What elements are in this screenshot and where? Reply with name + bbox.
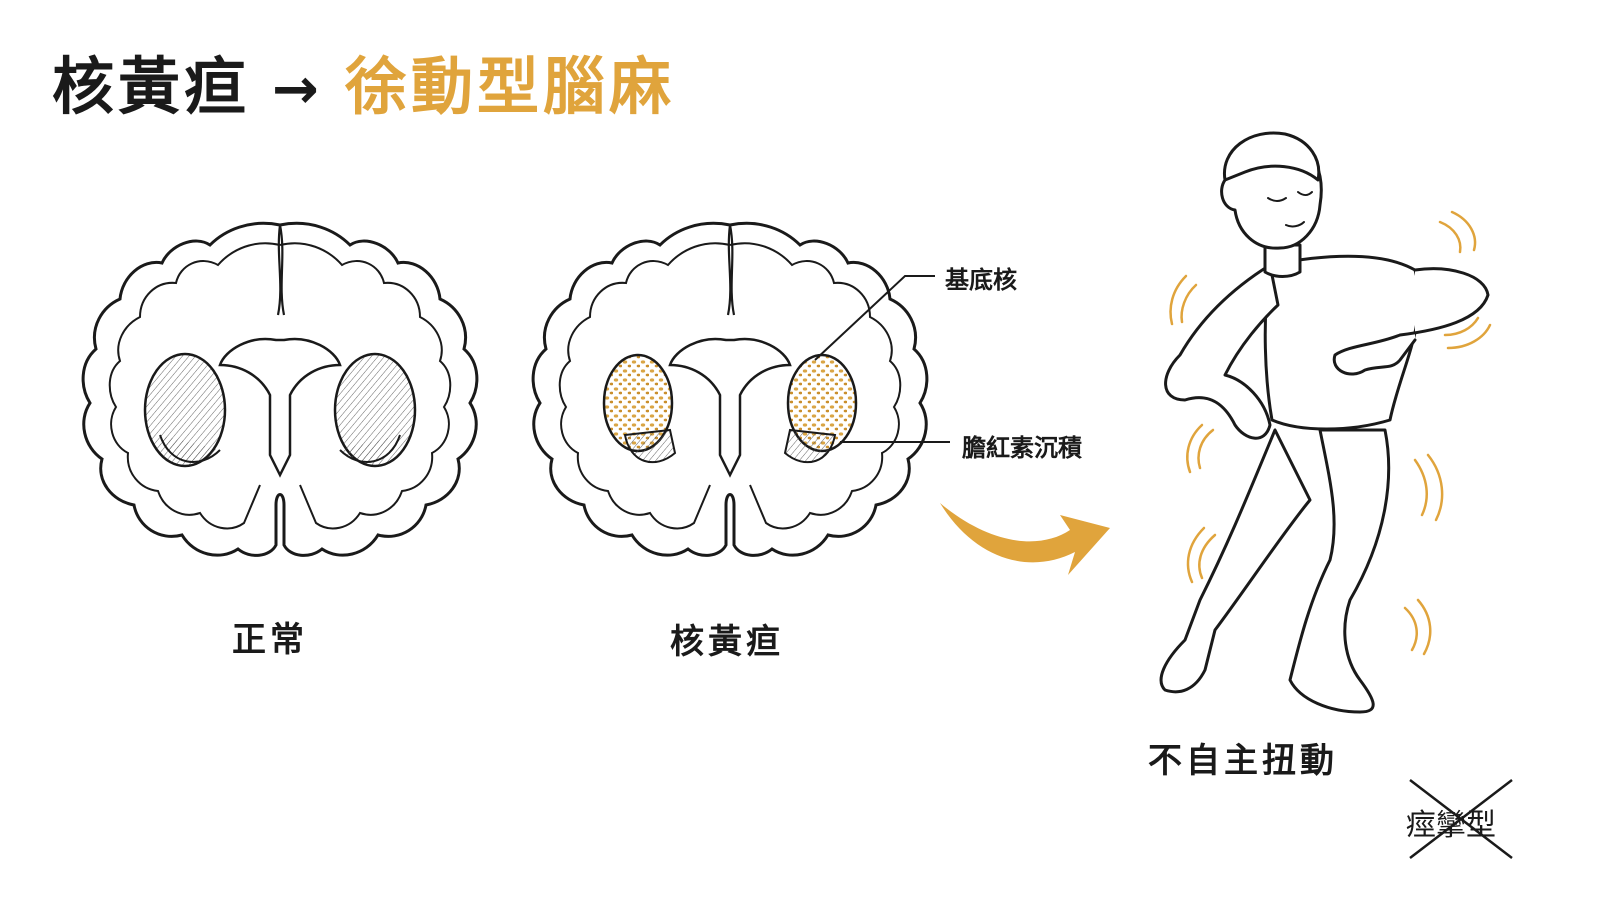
title-arrow: → [272,57,323,122]
normal-brain [81,221,479,557]
title-kernicterus: 核黃疸 [52,50,251,123]
label-kernicterus: 核黃疸 [670,622,784,662]
progression-arrow [940,503,1110,575]
basal-ganglia-leader [814,275,935,361]
kernicterus-brain [531,221,929,557]
callout-basal-ganglia: 基底核 [945,266,1017,294]
athetoid-person-illustration [1159,131,1490,714]
callout-bilirubin-deposit: 膽紅素沉積 [962,434,1082,462]
page-title: 核黃疸 → 徐動型腦麻 [52,36,675,126]
motion-lines [1169,210,1492,656]
crossed-out-mark [1409,779,1513,859]
label-spastic-type-crossed: 痙攣型 [1406,808,1496,843]
label-normal: 正常 [232,620,308,660]
title-athetoid-cp: 徐動型腦麻 [344,50,675,123]
label-involuntary-movement: 不自主扭動 [1148,741,1338,781]
